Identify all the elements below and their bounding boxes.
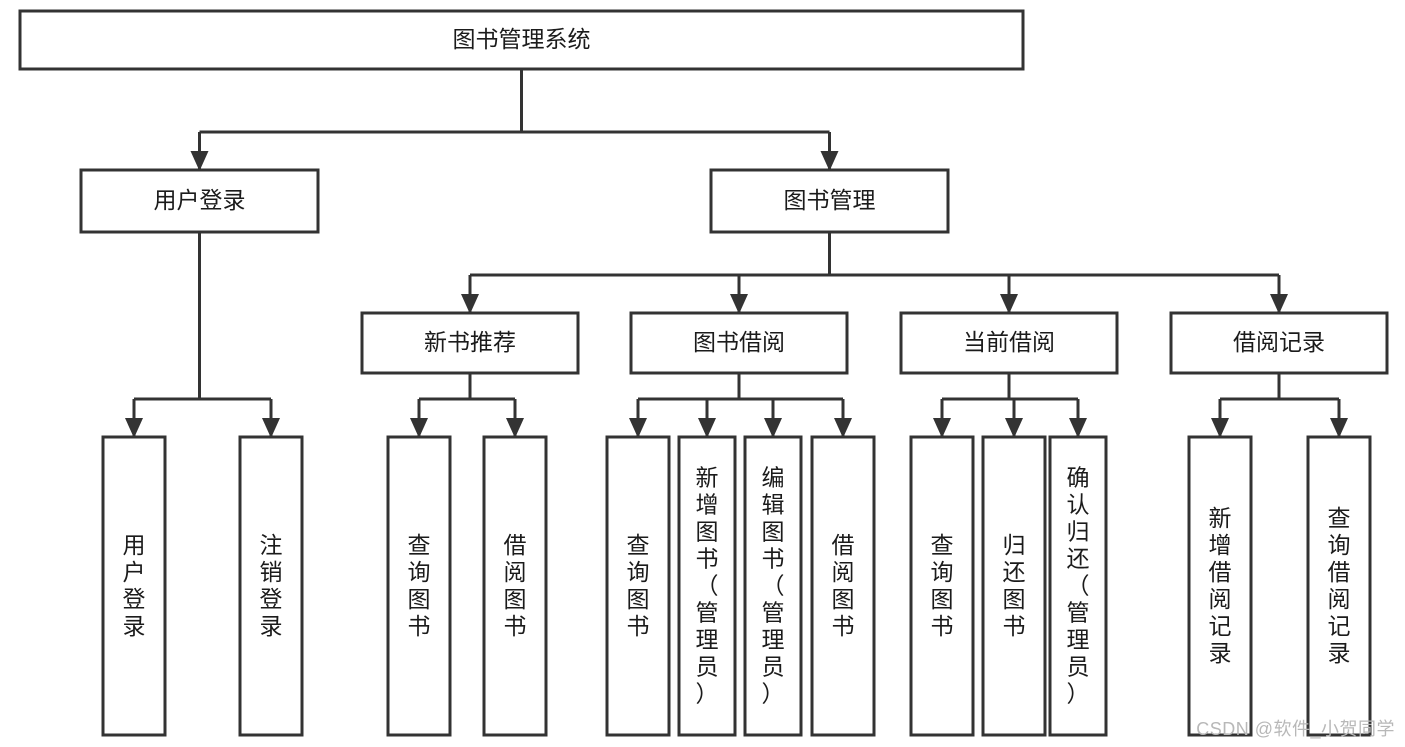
node-borrow-record-box[interactable] [1169, 311, 1389, 375]
node-user-login[interactable]: 用户登录 [79, 168, 320, 234]
edge-arrowhead-icon [461, 294, 479, 314]
node-leaf-edit-book-box[interactable] [743, 435, 803, 737]
edge-arrowhead-icon [262, 418, 280, 438]
edge-arrowhead-icon [506, 418, 524, 438]
node-current-borrow[interactable]: 当前借阅 [899, 311, 1119, 375]
node-borrow-record-label: 借阅记录 [1233, 329, 1325, 355]
edge-arrowhead-icon [1211, 418, 1229, 438]
node-leaf-add-book-box[interactable] [677, 435, 737, 737]
edge-arrowhead-icon [764, 418, 782, 438]
node-leaf-confirm-return[interactable]: 确认归还（管理员） [1048, 435, 1108, 737]
node-leaf-confirm-return-box[interactable] [1048, 435, 1108, 737]
node-leaf-query-book-1-label: 查询图书 [408, 532, 431, 639]
node-root-label: 图书管理系统 [453, 26, 591, 52]
node-book-borrow-label: 图书借阅 [693, 329, 785, 355]
node-leaf-borrow-book-1[interactable]: 借阅图书 [482, 435, 548, 737]
node-leaf-query-book-1-box[interactable] [386, 435, 452, 737]
edge-arrowhead-icon [698, 418, 716, 438]
edge-group-borrow-record [1211, 373, 1348, 438]
edge-arrowhead-icon [190, 151, 209, 171]
node-leaf-user-login[interactable]: 用户登录 [101, 435, 167, 737]
edge-arrowhead-icon [1069, 418, 1087, 438]
node-leaf-borrow-book-2-label: 借阅图书 [832, 532, 855, 639]
node-leaf-query-book-1[interactable]: 查询图书 [386, 435, 452, 737]
edge-arrowhead-icon [1000, 294, 1018, 314]
nodes-layer: 图书管理系统用户登录图书管理新书推荐图书借阅当前借阅借阅记录用户登录注销登录查询… [18, 9, 1389, 737]
node-leaf-edit-book[interactable]: 编辑图书（管理员） [743, 435, 803, 737]
edge-group-current-borrow [933, 373, 1087, 438]
node-leaf-query-book-2[interactable]: 查询图书 [605, 435, 671, 737]
node-leaf-add-record-label: 新增借阅记录 [1209, 505, 1232, 666]
edge-arrowhead-icon [629, 418, 647, 438]
edge-group-book-borrow [629, 373, 852, 438]
node-user-login-label: 用户登录 [154, 187, 246, 213]
edge-arrowhead-icon [410, 418, 428, 438]
edge-arrowhead-icon [1270, 294, 1288, 314]
node-leaf-query-record-box[interactable] [1306, 435, 1372, 737]
node-user-login-box[interactable] [79, 168, 320, 234]
node-new-book-rec[interactable]: 新书推荐 [360, 311, 580, 375]
node-book-manage-box[interactable] [709, 168, 950, 234]
edge-arrowhead-icon [820, 151, 839, 171]
edge-group-new-book-rec [410, 373, 524, 438]
node-leaf-borrow-book-1-box[interactable] [482, 435, 548, 737]
node-leaf-user-login-box[interactable] [101, 435, 167, 737]
node-current-borrow-box[interactable] [899, 311, 1119, 375]
node-current-borrow-label: 当前借阅 [963, 329, 1055, 355]
edges-layer [125, 69, 1348, 438]
node-leaf-query-book-3-box[interactable] [909, 435, 975, 737]
node-new-book-rec-label: 新书推荐 [424, 329, 516, 355]
node-book-borrow[interactable]: 图书借阅 [629, 311, 849, 375]
edge-group-user-login [125, 232, 280, 438]
edge-arrowhead-icon [834, 418, 852, 438]
node-leaf-query-book-3-label: 查询图书 [931, 532, 954, 639]
edge-arrowhead-icon [1330, 418, 1348, 438]
edge-group-root [190, 69, 839, 171]
node-leaf-query-book-2-label: 查询图书 [627, 532, 650, 639]
edge-group-book-manage [461, 232, 1288, 314]
node-leaf-borrow-book-2[interactable]: 借阅图书 [810, 435, 876, 737]
node-leaf-user-logout[interactable]: 注销登录 [238, 435, 304, 737]
node-book-borrow-box[interactable] [629, 311, 849, 375]
node-leaf-user-logout-box[interactable] [238, 435, 304, 737]
node-book-manage-label: 图书管理 [784, 187, 876, 213]
node-leaf-borrow-book-2-box[interactable] [810, 435, 876, 737]
node-leaf-borrow-book-1-label: 借阅图书 [504, 532, 527, 639]
edge-arrowhead-icon [1005, 418, 1023, 438]
node-leaf-add-book-label: 新增图书（管理员） [696, 465, 719, 707]
node-leaf-user-logout-label: 注销登录 [260, 532, 283, 639]
node-leaf-query-book-2-box[interactable] [605, 435, 671, 737]
node-borrow-record[interactable]: 借阅记录 [1169, 311, 1389, 375]
edge-arrowhead-icon [933, 418, 951, 438]
node-leaf-add-record[interactable]: 新增借阅记录 [1187, 435, 1253, 737]
node-root-box[interactable] [18, 9, 1025, 71]
node-leaf-return-book-label: 归还图书 [1003, 532, 1026, 639]
node-leaf-query-record[interactable]: 查询借阅记录 [1306, 435, 1372, 737]
edge-arrowhead-icon [125, 418, 143, 438]
node-new-book-rec-box[interactable] [360, 311, 580, 375]
node-leaf-add-book[interactable]: 新增图书（管理员） [677, 435, 737, 737]
node-leaf-query-book-3[interactable]: 查询图书 [909, 435, 975, 737]
node-leaf-edit-book-label: 编辑图书（管理员） [762, 465, 785, 707]
edge-arrowhead-icon [730, 294, 748, 314]
node-book-manage[interactable]: 图书管理 [709, 168, 950, 234]
node-leaf-user-login-label: 用户登录 [123, 532, 146, 639]
node-root[interactable]: 图书管理系统 [18, 9, 1025, 71]
node-leaf-confirm-return-label: 确认归还（管理员） [1067, 465, 1090, 707]
node-leaf-add-record-box[interactable] [1187, 435, 1253, 737]
node-leaf-return-book[interactable]: 归还图书 [981, 435, 1047, 737]
node-leaf-query-record-label: 查询借阅记录 [1328, 505, 1351, 666]
node-leaf-return-book-box[interactable] [981, 435, 1047, 737]
